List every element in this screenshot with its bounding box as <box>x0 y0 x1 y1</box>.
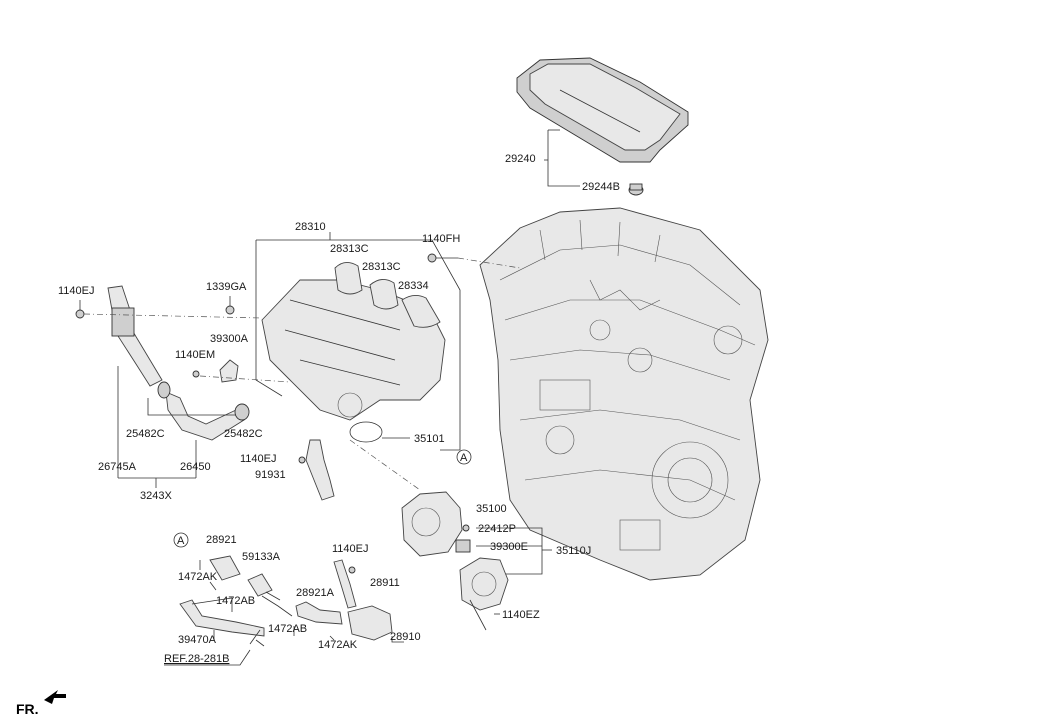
label-25482C-a: 25482C <box>126 428 165 440</box>
label-39300A: 39300A <box>210 333 249 345</box>
label-1472AK-b: 1472AK <box>318 639 358 651</box>
pipe-28911 <box>333 559 357 609</box>
sensor-39300E <box>455 539 471 553</box>
valve-59133A <box>247 573 293 617</box>
label-1140EM: 1140EM <box>175 349 215 361</box>
label-29244B: 29244B <box>582 181 620 193</box>
label-28334: 28334 <box>398 280 429 292</box>
label-39300E: 39300E <box>490 541 528 553</box>
label-59133A: 59133A <box>242 551 281 563</box>
label-28313C-a: 28313C <box>330 243 369 255</box>
label-35101: 35101 <box>414 433 445 445</box>
label-1472AK-a: 1472AK <box>178 571 218 583</box>
label-28921: 28921 <box>206 534 237 546</box>
label-1140EJ-b: 1140EJ <box>240 453 277 465</box>
label-28911: 28911 <box>370 577 400 589</box>
label-1140EJ-c: 1140EJ <box>332 543 369 555</box>
label-28313C-b: 28313C <box>362 261 401 273</box>
gasket-28313C-a <box>334 262 363 295</box>
label-1472AB-a: 1472AB <box>216 595 255 607</box>
label-28310: 28310 <box>295 221 326 233</box>
bracket-91931 <box>305 439 335 501</box>
label-26745A: 26745A <box>98 461 137 473</box>
front-arrow-icon <box>44 690 66 704</box>
label-28921A: 28921A <box>296 587 335 599</box>
egr-valve-35110J <box>459 557 509 611</box>
label-1472AB-b: 1472AB <box>268 623 307 635</box>
bolt-1339GA <box>225 296 235 315</box>
label-25482C-b: 25482C <box>224 428 263 440</box>
label-91931: 91931 <box>255 469 286 481</box>
ref-28-281B: REF.28-281B <box>164 653 229 665</box>
gasket-28313C-b <box>369 279 399 310</box>
canister-28910 <box>347 605 393 641</box>
gasket-28334 <box>401 295 441 328</box>
water-pipe-26745A <box>107 285 163 387</box>
sensor-39300A <box>219 359 239 383</box>
bolt-1140EJ-b <box>298 456 306 464</box>
hose-28921 <box>209 555 241 581</box>
bolt-1140EJ-c <box>348 566 356 574</box>
hose-28921A <box>295 601 343 625</box>
ref-a-marker-1: A <box>460 452 468 464</box>
throttle-body <box>401 491 463 557</box>
label-35110J: 35110J <box>556 545 591 557</box>
ref-a-marker-2: A <box>177 535 185 547</box>
clamp-25482C-b <box>234 403 250 421</box>
bolt-1140FH <box>427 253 458 263</box>
bolt-1140EM <box>192 370 200 378</box>
label-22412P: 22412P <box>478 523 516 535</box>
label-26450: 26450 <box>180 461 211 473</box>
bolt-1140EJ-a <box>75 309 85 319</box>
label-39470A: 39470A <box>178 634 217 646</box>
o-ring-35101 <box>349 421 383 443</box>
hose-39470A <box>179 599 265 637</box>
label-29240: 29240 <box>505 153 536 165</box>
label-1339GA: 1339GA <box>206 281 247 293</box>
label-1140EJ-a: 1140EJ <box>58 285 95 297</box>
label-3243X: 3243X <box>140 490 172 502</box>
label-1140EZ: 1140EZ <box>502 609 540 621</box>
front-label: FR. <box>16 701 39 717</box>
grommet-29244B <box>628 183 644 196</box>
engine-cover <box>516 57 689 163</box>
clamp-25482C-a <box>157 381 171 399</box>
label-35100: 35100 <box>476 503 507 515</box>
engine-assembly <box>479 207 769 581</box>
sensor-22412P <box>462 524 470 532</box>
label-1140FH: 1140FH <box>422 233 460 245</box>
label-28910: 28910 <box>390 631 421 643</box>
